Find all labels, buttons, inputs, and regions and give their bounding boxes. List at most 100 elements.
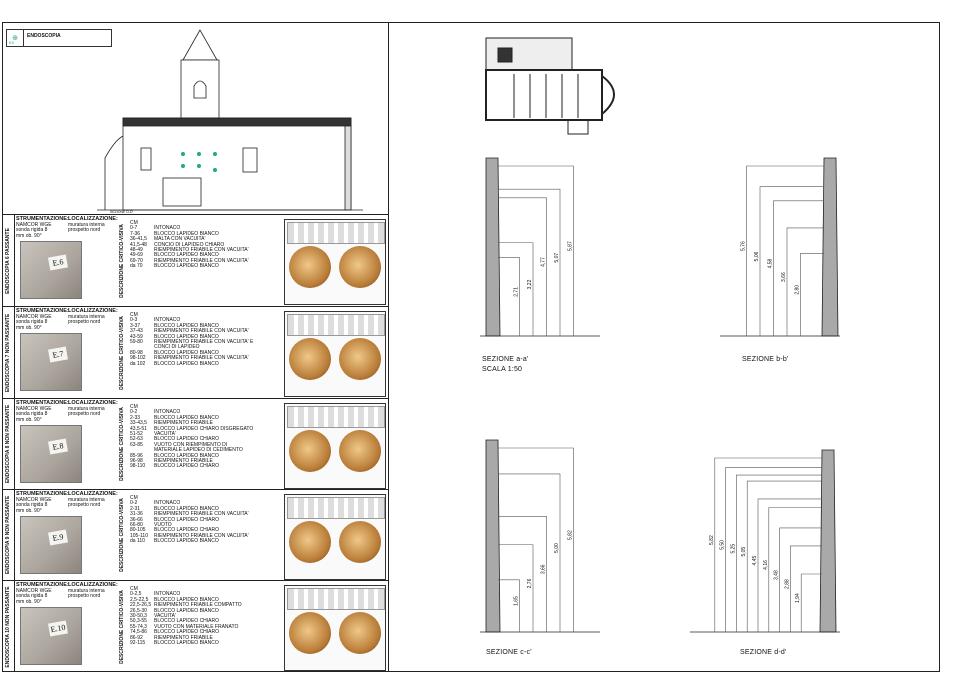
instr-title: STRUMENTAZIONE: xyxy=(16,491,69,497)
description-line: RIEMPIMENTO FRIABILE CON VACUITA' xyxy=(154,247,249,254)
dimension-label: 5,50 xyxy=(720,540,726,550)
description-line: VACUITA' xyxy=(154,431,176,438)
row-label: ENDOSCOPIA 8 NON PASSANTE xyxy=(2,399,15,489)
instr-line: mm ob. 90° xyxy=(16,416,42,423)
depth-value: 85-96 xyxy=(130,452,143,459)
photo-tag: E.7 xyxy=(48,346,68,363)
loc-line: muratura interna xyxy=(68,405,105,412)
dimension-line xyxy=(725,467,822,632)
dimension-label: 5,07 xyxy=(554,253,560,263)
floor-plan-drawing xyxy=(485,37,615,135)
instr-line: NAMCOR WGE xyxy=(16,313,52,320)
endoscope-images xyxy=(284,585,386,671)
depth-value: 31-36 xyxy=(130,511,143,518)
elevation-caption: SEZIONE D-D' xyxy=(110,210,134,214)
depth-value: 50,3-55 xyxy=(130,618,147,625)
loc-title: LOCALIZZAZIONE: xyxy=(68,582,118,588)
instr-line: mm ob. 90° xyxy=(16,324,42,331)
depth-value: 105-110 xyxy=(130,532,148,539)
dimension-label: 1,65 xyxy=(514,596,520,606)
loc-title: LOCALIZZAZIONE: xyxy=(68,216,118,222)
instr-line: sonda rigida 8 xyxy=(16,593,48,599)
depth-value: 3-37 xyxy=(130,322,141,329)
row-label: ENDOSCOPIA 9 NON PASSANTE xyxy=(2,490,15,580)
depth-value: 69-70 xyxy=(130,257,143,264)
instr-line: sonda rigida 8 xyxy=(16,502,48,508)
church-elevation-drawing xyxy=(97,29,363,211)
description-line: BLOCCO LAPIDEO BIANCO xyxy=(154,333,219,340)
description-line: MALTA CON VACUITA' xyxy=(154,236,206,243)
dimension-line xyxy=(498,473,561,632)
instr-line: mm ob. 90° xyxy=(16,598,42,605)
legend-text: ENDOSCOPIA xyxy=(27,33,61,39)
depth-value: 33-43,5 xyxy=(130,420,147,427)
photo-tag: E.8 xyxy=(48,438,68,455)
row-label: ENDOSCOPIA 10 NON PASSANTE xyxy=(2,581,15,672)
dimension-label: 4,77 xyxy=(541,257,547,267)
depth-value: 0-2 xyxy=(130,409,138,416)
row-label-text: ENDOSCOPIA 6 PASSANTE xyxy=(5,227,11,294)
description-line: BLOCCO LAPIDEO CHIARO xyxy=(154,463,220,470)
dimension-label: 5,82 xyxy=(568,530,574,540)
loc-line: prospetto nord xyxy=(68,319,101,325)
dimension-label: 3,66 xyxy=(781,272,787,282)
row-label-text: ENDOSCOPIA 7 NON PASSANTE xyxy=(5,313,11,392)
instr-title: STRUMENTAZIONE: xyxy=(16,400,69,406)
description-line: INTONACO xyxy=(154,591,181,598)
description-line: RIEMPIMENTO FRIABILE CON VACUITA' xyxy=(154,328,249,335)
dimension-line xyxy=(498,579,520,632)
description-line: RIEMPIMENTO FRIABILE xyxy=(154,634,213,641)
depth-value: 43,5-51 xyxy=(130,425,147,432)
description-line: RIEMPIMENTO FRIABILE COMPATTO xyxy=(154,602,242,609)
wall-section xyxy=(485,439,501,633)
description-line: RIEMPIMENTO FRIABILE CON VACUITA' xyxy=(154,532,249,539)
depth-value: 59-80 xyxy=(130,339,143,346)
depth-value: 41,5-48 xyxy=(130,241,147,248)
description-line: BLOCCO LAPIDEO BIANCO xyxy=(154,452,219,459)
site-photo: E.6 xyxy=(20,241,82,299)
description-line: BLOCCO LAPIDEO BIANCO xyxy=(154,640,219,647)
depth-value: 49-69 xyxy=(130,252,143,259)
description-line: BLOCCO LAPIDEO BIANCO xyxy=(154,349,219,356)
section-cc-title: SEZIONE c-c' xyxy=(486,649,532,656)
instr-line: NAMCOR WGE xyxy=(16,405,52,412)
depth-value: 2-31 xyxy=(130,505,141,512)
wall-strip-image xyxy=(287,314,385,336)
depth-value: 96-98 xyxy=(130,458,143,465)
endoscope-view-1 xyxy=(289,612,331,654)
dimension-line xyxy=(498,188,561,336)
description-line: BLOCCO LAPIDEO CHIARO xyxy=(154,436,220,443)
legend-box: ⊕ ENDOSCOPIA xyxy=(6,29,112,47)
row-label-text: ENDOSCOPIA 8 NON PASSANTE xyxy=(5,404,11,484)
depth-value: 80-105 xyxy=(130,527,146,534)
dimension-label: 5,00 xyxy=(554,543,560,553)
description-line: BLOCCO LAPIDEO CHIARO xyxy=(154,629,220,636)
depth-value: 0-2,5 xyxy=(130,591,142,598)
dimension-line xyxy=(498,242,534,336)
depth-value: da 102 xyxy=(130,360,146,367)
dimension-label: 5,82 xyxy=(709,535,715,545)
endoscope-view-1 xyxy=(289,338,331,380)
loc-line: prospetto nord xyxy=(68,411,101,417)
description-line: BLOCCO LAPIDEO CHIARO DISGREGATO xyxy=(154,425,254,432)
depth-value: 22,5-26,5 xyxy=(130,602,152,609)
section-aa-title: SEZIONE a-a' xyxy=(482,356,529,363)
description-line: CONCIO DI LAPIDEO CHIARO xyxy=(154,241,225,248)
depth-value: 0-7 xyxy=(130,225,138,232)
dimension-line xyxy=(746,480,822,632)
description-line: CONCI DI LAPIDEO xyxy=(154,344,200,351)
endoscope-view-2 xyxy=(339,338,381,380)
description-line: BLOCCO LAPIDEO CHIARO xyxy=(154,527,220,534)
site-photo: E.10 xyxy=(20,607,82,665)
instr-line: mm ob. 90° xyxy=(16,507,42,514)
dimension-line xyxy=(498,544,534,632)
